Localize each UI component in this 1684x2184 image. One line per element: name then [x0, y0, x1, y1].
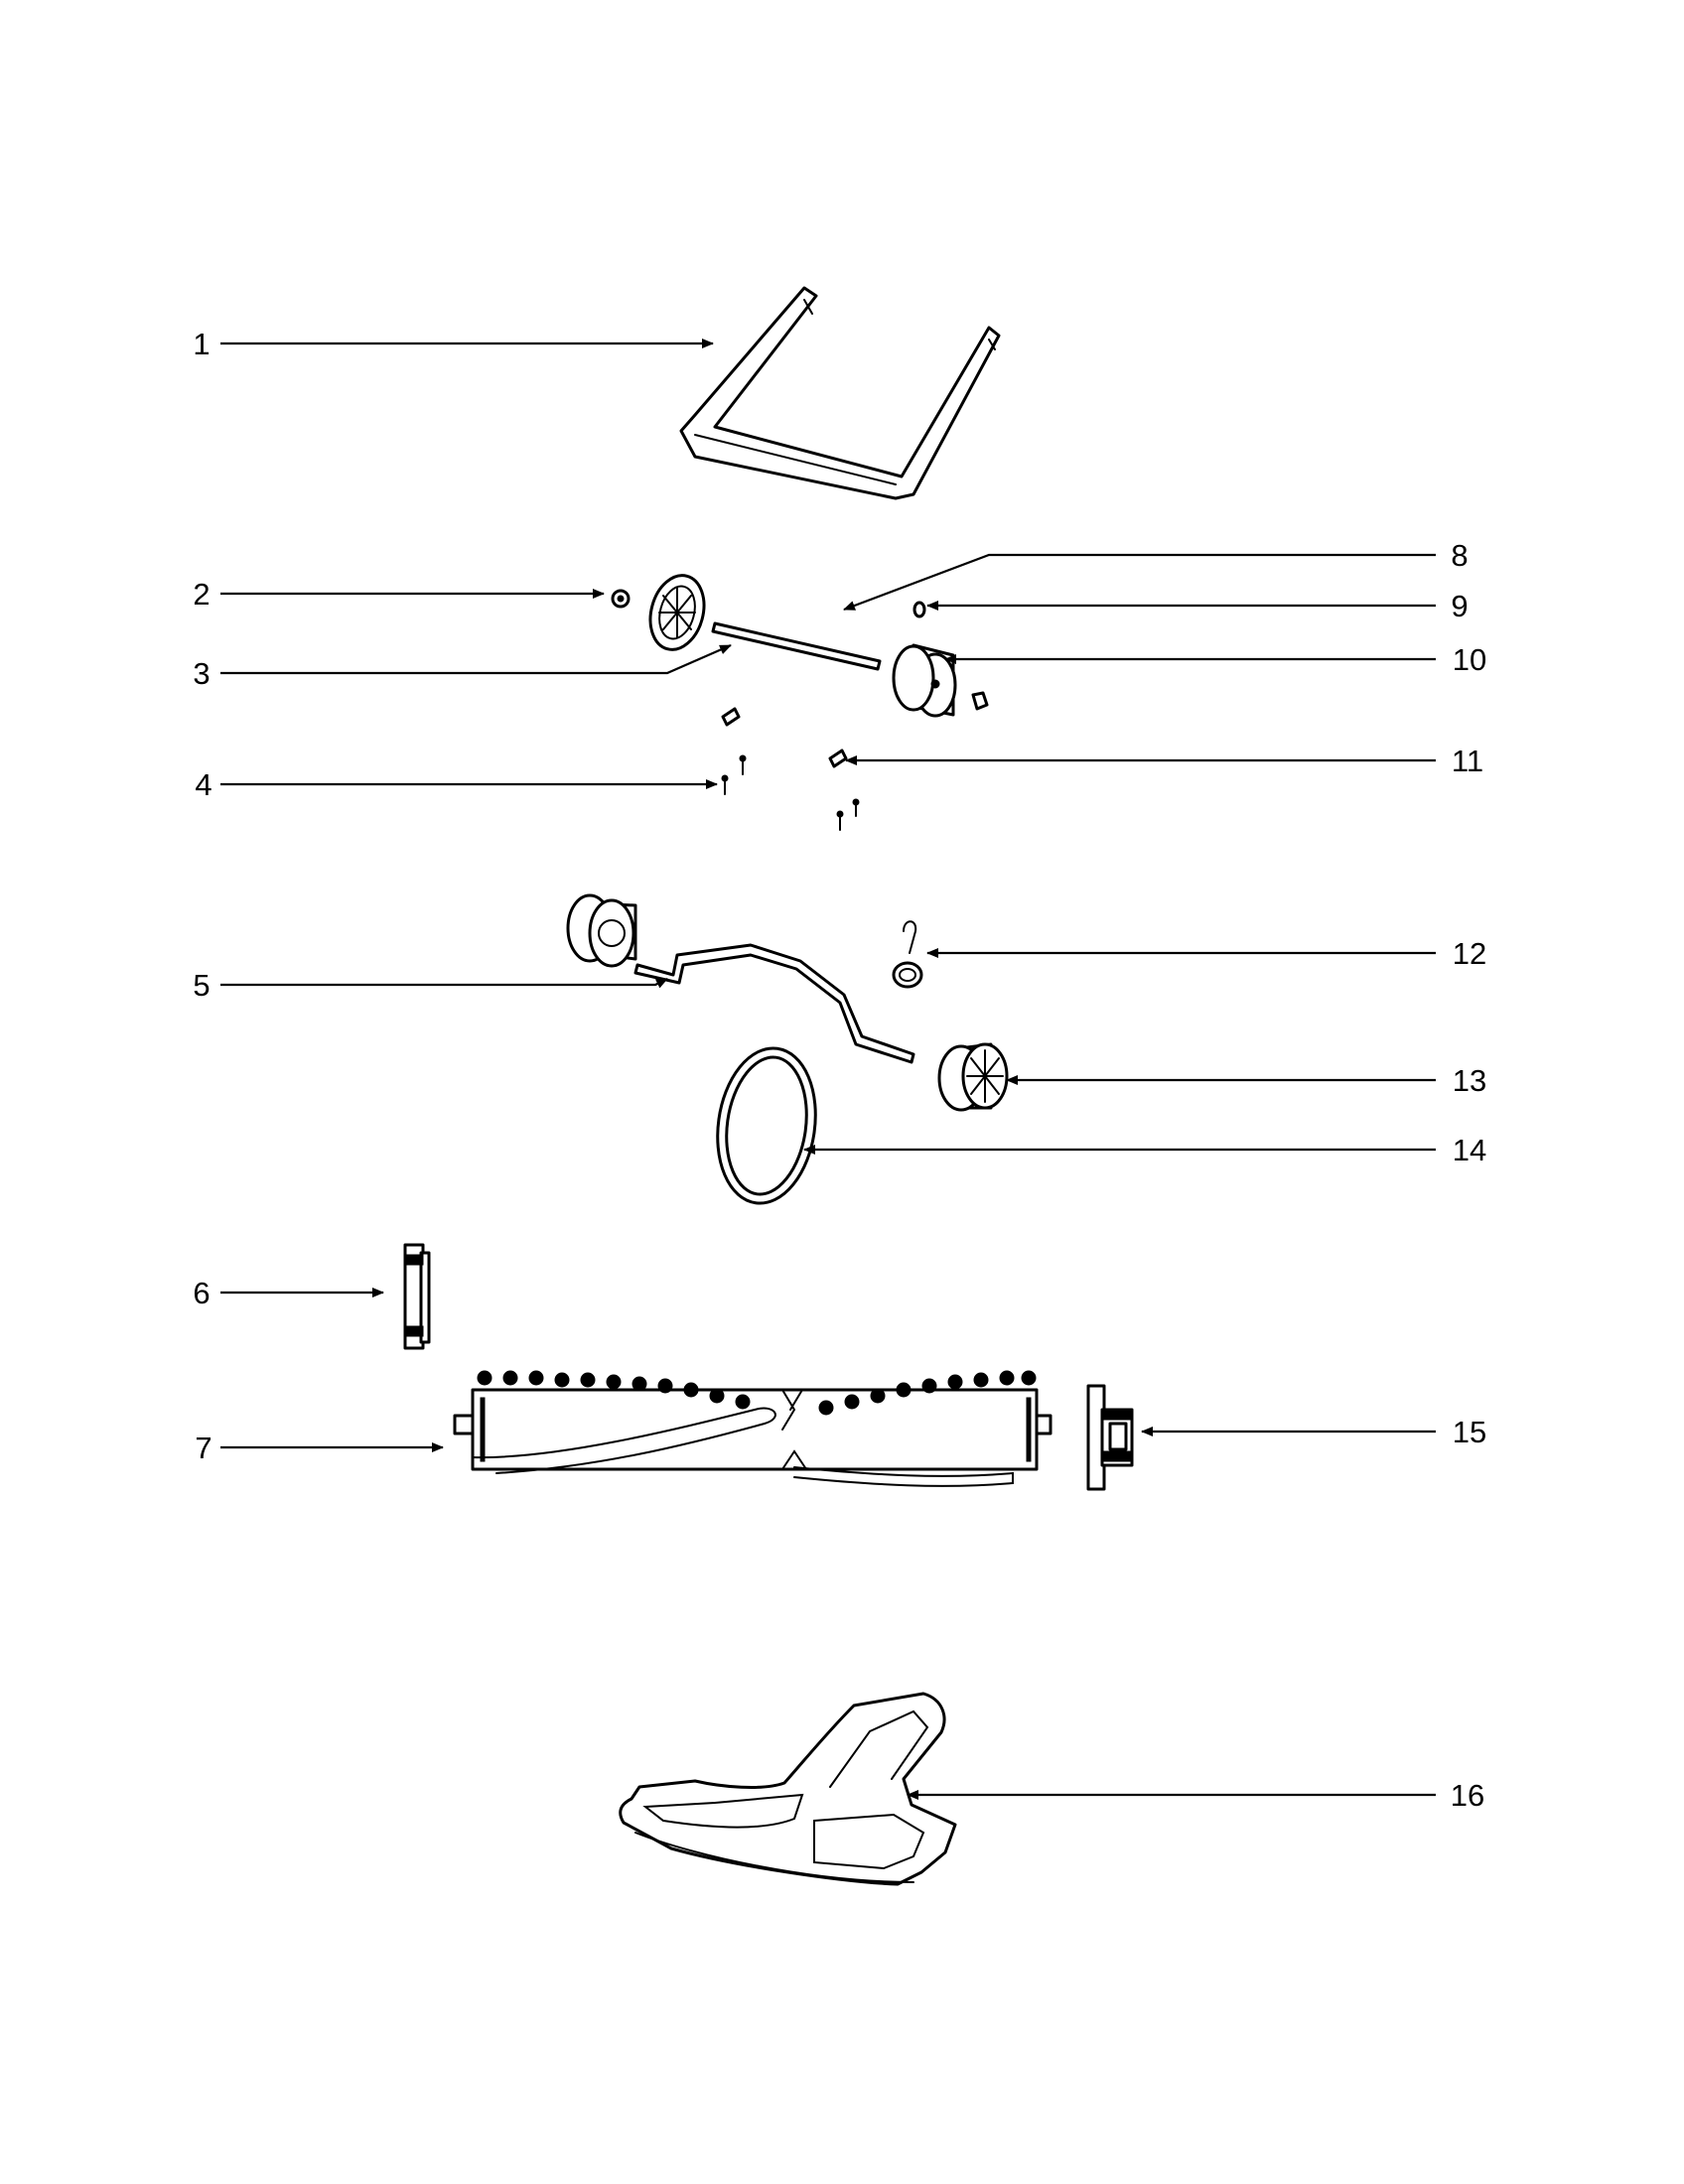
part-6-end-cap: [403, 1243, 431, 1350]
callout-11: 11: [1452, 744, 1483, 778]
part-4-screws: [721, 707, 747, 795]
part-15-bearing-end-cap: [1086, 1384, 1134, 1491]
callout-numbers: 1 2 3 4 5 6 7 8 9 10 11 12 13 14 15 16: [193, 327, 1486, 1813]
part-2-nut: [611, 589, 631, 609]
callout-8: 8: [1451, 538, 1468, 573]
callout-6: 6: [193, 1276, 210, 1310]
brush-bristle-tufts: [477, 1370, 1037, 1416]
callout-10: 10: [1453, 642, 1486, 677]
part-5-axle-assembly: [566, 893, 915, 1064]
callout-9: 9: [1451, 589, 1468, 623]
part-7-brush-roll: [453, 1388, 1052, 1487]
leader-3: [220, 643, 732, 675]
callout-4: 4: [195, 767, 211, 802]
part-12-spring-clip: [892, 920, 923, 989]
callout-14: 14: [1453, 1133, 1486, 1167]
part-10-wheel: [892, 643, 989, 718]
part-1-handle-bail: [679, 286, 1001, 500]
part-3-wheel-axle: [648, 574, 882, 671]
callout-15: 15: [1453, 1415, 1486, 1449]
callout-12: 12: [1453, 936, 1486, 971]
leader-lines: [220, 339, 1436, 1800]
callout-1: 1: [193, 327, 210, 361]
callout-16: 16: [1451, 1778, 1484, 1813]
callout-7: 7: [195, 1431, 211, 1465]
part-11-clip: [828, 749, 860, 831]
leader-5: [220, 978, 668, 989]
part-14-belt: [716, 1046, 817, 1205]
callout-13: 13: [1453, 1063, 1486, 1098]
part-16-base-plate: [619, 1692, 957, 1886]
leader-8: [843, 553, 1436, 612]
callout-5: 5: [193, 968, 210, 1003]
callout-3: 3: [193, 656, 210, 691]
callout-2: 2: [193, 577, 210, 612]
part-13-wheel: [937, 1042, 1009, 1112]
part-9-washer: [912, 601, 926, 618]
